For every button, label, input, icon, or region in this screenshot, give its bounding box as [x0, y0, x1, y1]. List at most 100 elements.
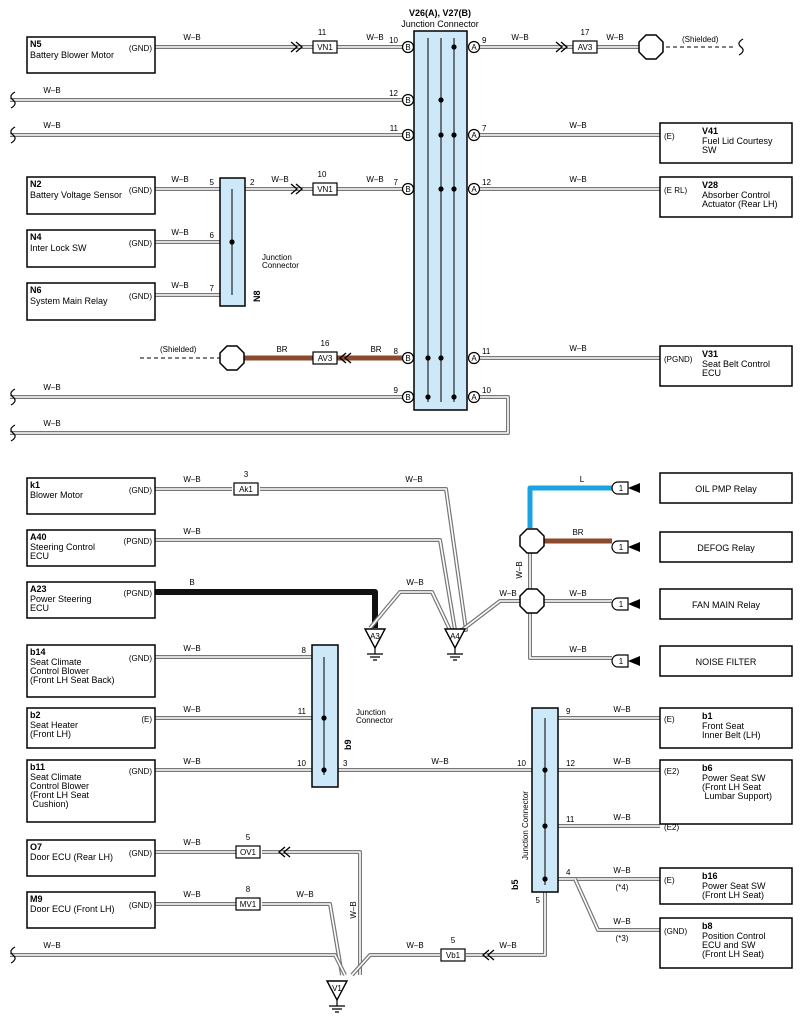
wire-label: W–B	[405, 475, 422, 484]
inline-av3	[572, 40, 598, 54]
pin-letter: B	[405, 354, 410, 363]
component-name: Door ECU (Rear LH)	[30, 852, 113, 862]
junction-b5-code: b5	[510, 879, 520, 890]
text-line: (Front LH Seat Back)	[30, 675, 115, 685]
pin-number: 2	[250, 178, 255, 187]
pin-letter: B	[405, 96, 410, 105]
wire	[368, 590, 452, 631]
component-code: N5	[30, 39, 42, 49]
component-n6	[26, 282, 156, 321]
ground-v1-label: V1	[332, 984, 342, 993]
relay-pin-label: 1	[619, 484, 624, 493]
relay-arrow-icon	[628, 542, 640, 552]
pin-circle	[401, 128, 415, 142]
wire-inner	[10, 396, 509, 434]
component-code: N6	[30, 285, 42, 295]
component-b11	[26, 759, 156, 823]
inline-av3-label: AV3	[318, 354, 333, 363]
splice-dot	[438, 186, 444, 192]
splice-dot	[321, 767, 327, 773]
relay-connector	[611, 654, 629, 668]
text-line: Junction	[356, 708, 386, 717]
wire-label: W–B	[569, 589, 586, 598]
pin-number: 9	[394, 386, 399, 395]
wire-label: L	[580, 475, 585, 484]
pin-number: 17	[581, 28, 590, 37]
ground-terminal-label: (E RL)	[664, 186, 687, 195]
component-v28	[659, 176, 793, 218]
wire-label: W–B	[613, 813, 630, 822]
splice-j1	[519, 528, 545, 554]
ground-terminal-label: (E)	[664, 132, 675, 141]
shape-layer	[10, 30, 793, 1013]
component-b2	[26, 707, 156, 749]
component-b16	[659, 867, 793, 905]
splice-dot	[438, 132, 444, 138]
inline-vn1	[312, 40, 338, 54]
wire-inner	[466, 892, 546, 956]
component-code: b2	[30, 710, 41, 720]
inline-mv1-label: MV1	[240, 900, 257, 909]
ground-a3-label: A3	[370, 632, 380, 641]
pin-circle	[401, 351, 415, 365]
text-line: (Front LH Seat)	[702, 890, 764, 900]
ground-terminal-label: (GND)	[129, 486, 152, 495]
junction-n8-code: N8	[252, 290, 262, 302]
splice-dot	[321, 715, 327, 721]
wire-label: W–B	[366, 33, 383, 42]
ground-icon	[367, 648, 383, 661]
relay-box	[659, 472, 793, 504]
pin-number: 10	[482, 386, 491, 395]
component-code: k1	[30, 480, 40, 490]
relay-box	[659, 645, 793, 677]
pin-number: 11	[482, 347, 491, 356]
text-line: Connector	[262, 261, 299, 270]
wire-label: W–B	[183, 527, 200, 536]
component-code: b1	[702, 711, 713, 721]
shielded-label: (Shielded)	[160, 345, 197, 354]
wire-label: W–B	[569, 645, 586, 654]
splice-dot	[542, 876, 548, 882]
component-name: Inter Lock SW	[30, 243, 87, 253]
pin-number: 5	[451, 936, 456, 945]
pin-number: 9	[566, 707, 571, 716]
wire-label: W–B	[43, 86, 60, 95]
text-line: SW	[702, 145, 717, 155]
text-line: Fuel Lid Courtesy	[702, 136, 773, 146]
ground-terminal-label: (GND)	[129, 186, 152, 195]
pin-number: 6	[210, 231, 215, 240]
component-code: b11	[30, 762, 45, 772]
wire-label: W–B	[171, 228, 188, 237]
wire-label: W–B	[349, 901, 358, 918]
inline-mv1	[235, 897, 261, 911]
inline-ov1-label: OV1	[240, 848, 257, 857]
wire-label: W–B	[43, 941, 60, 950]
component-name: Battery Blower Motor	[30, 50, 114, 60]
relay-pin-label: 1	[619, 657, 624, 666]
wire-label: W–B	[43, 419, 60, 428]
pin-number: 11	[390, 124, 399, 133]
wire-b	[155, 589, 378, 628]
ground-terminal-label: (GND)	[664, 927, 687, 936]
relay-arrow-icon	[628, 599, 640, 609]
pin-letter: A	[471, 354, 477, 363]
component-n5	[26, 36, 156, 74]
wire-label: W–B	[569, 121, 586, 130]
component-v41	[659, 122, 793, 164]
pin-circle	[401, 390, 415, 404]
wire-label: W–B	[183, 33, 200, 42]
component-name: Door ECU (Front LH)	[30, 904, 115, 914]
pin-number: 10	[389, 36, 398, 45]
ground-terminal-label: (E2)	[664, 823, 679, 832]
pin-circle	[401, 93, 415, 107]
relay-label: NOISE FILTER	[696, 657, 757, 667]
splice-dot	[451, 44, 457, 50]
component-b1	[659, 707, 793, 749]
ground-a3	[363, 628, 387, 650]
